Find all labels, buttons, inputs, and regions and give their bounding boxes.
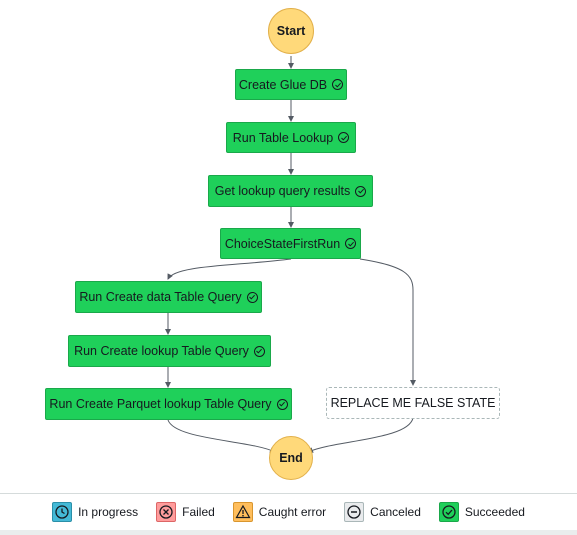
state-get-lookup-query-results[interactable]: Get lookup query results	[208, 175, 373, 207]
legend-item-caught-error: Caught error	[232, 502, 327, 522]
legend-label: Failed	[182, 505, 215, 519]
edge-choice-to-replace-me	[359, 258, 416, 386]
graph-edges	[165, 56, 416, 453]
end-node[interactable]: End	[269, 436, 313, 480]
state-label: Run Create lookup Table Query	[74, 344, 249, 358]
edge-choice-to-create-data-table	[167, 258, 292, 280]
state-replace-me-false-state[interactable]: REPLACE ME FALSE STATE	[326, 387, 500, 419]
bottom-scroll-strip	[0, 530, 577, 535]
state-machine-graph: Start Create Glue DB Run Table Lookup Ge…	[45, 8, 500, 480]
legend-item-in-progress: In progress	[52, 502, 138, 522]
check-circle-icon	[253, 345, 265, 357]
state-label: Run Create data Table Query	[79, 290, 242, 304]
check-circle-icon	[345, 238, 357, 249]
check-circle-icon	[276, 398, 288, 410]
state-run-create-lookup-table-query[interactable]: Run Create lookup Table Query	[68, 335, 271, 367]
state-run-table-lookup[interactable]: Run Table Lookup	[226, 122, 356, 153]
state-label: REPLACE ME FALSE STATE	[330, 396, 496, 410]
edge-replace-me-to-end	[307, 417, 414, 453]
state-label: Create Glue DB	[238, 77, 328, 92]
legend-label: In progress	[78, 505, 139, 519]
state-create-glue-db[interactable]: Create Glue DB	[235, 69, 347, 100]
state-label: Run Create Parquet lookup Table Query	[49, 397, 272, 411]
state-run-create-data-table-query[interactable]: Run Create data Table Query	[75, 281, 262, 313]
legend-item-canceled: Canceled	[344, 502, 421, 522]
check-circle-icon	[338, 132, 350, 143]
legend-label: Canceled	[370, 505, 421, 519]
state-label: ChoiceStateFirstRun	[224, 236, 341, 251]
state-label: Run Table Lookup	[232, 130, 334, 145]
legend-divider	[0, 493, 577, 494]
check-circle-icon	[438, 502, 459, 522]
legend-label: Caught error	[258, 505, 327, 519]
minus-circle-icon	[344, 502, 365, 522]
edge-create-parquet-to-end	[167, 419, 276, 453]
state-label: Get lookup query results	[214, 184, 351, 198]
end-label: End	[279, 451, 303, 465]
legend-item-failed: Failed	[156, 502, 215, 522]
legend-label: Succeeded	[464, 505, 525, 519]
start-label: Start	[276, 24, 306, 38]
x-circle-icon	[156, 502, 177, 522]
start-node[interactable]: Start	[268, 8, 314, 54]
status-legend: In progress Failed Caught error Canceled…	[0, 494, 577, 530]
check-circle-icon	[355, 185, 367, 197]
state-choice-first-run[interactable]: ChoiceStateFirstRun	[220, 228, 361, 259]
state-run-create-parquet-lookup-table-query[interactable]: Run Create Parquet lookup Table Query	[45, 388, 292, 420]
check-circle-icon	[332, 79, 344, 90]
clock-icon	[52, 502, 73, 522]
legend-item-succeeded: Succeeded	[438, 502, 525, 522]
check-circle-icon	[246, 291, 258, 303]
warning-icon	[232, 502, 253, 522]
